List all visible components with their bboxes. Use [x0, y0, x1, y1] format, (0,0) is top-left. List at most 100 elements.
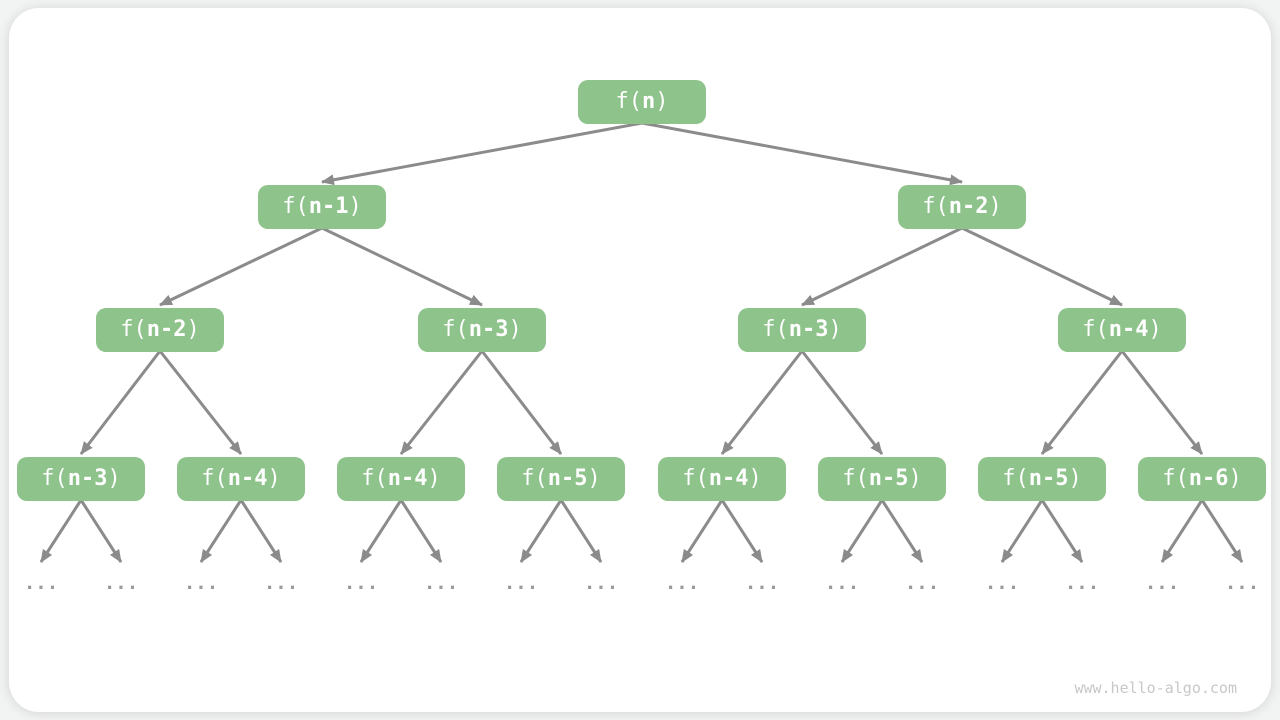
node-label-post: ): [908, 466, 922, 491]
node-label-pre: f(: [1082, 317, 1109, 342]
tree-edge-arrow: [559, 499, 603, 563]
node-label-pre: f(: [922, 194, 949, 219]
tree-edge-arrow: [720, 499, 764, 563]
tree-edge-arrow: [321, 226, 483, 307]
node-label-post: ): [828, 317, 842, 342]
tree-node: f(n-5): [497, 457, 625, 501]
node-label-pre: f(: [120, 317, 147, 342]
ellipsis-leaf: ...: [423, 572, 459, 594]
tree-node: f(n-4): [1058, 308, 1186, 352]
tree-edge-arrow: [1200, 499, 1244, 563]
tree-edge-arrow: [199, 499, 243, 563]
tree-edge-arrow: [519, 499, 563, 563]
node-label-post: ): [748, 466, 762, 491]
tree-edge-arrow: [801, 226, 963, 307]
node-label-arg: n-3: [468, 317, 509, 342]
node-label-post: ): [508, 317, 522, 342]
tree-node: f(n-3): [418, 308, 546, 352]
tree-node: f(n-4): [177, 457, 305, 501]
tree-edge-arrow: [800, 350, 884, 455]
node-label-post: ): [587, 466, 601, 491]
tree-edge-arrow: [641, 121, 963, 186]
ellipsis-leaf: ...: [664, 572, 700, 594]
tree-node: f(n-1): [258, 185, 386, 229]
node-label-pre: f(: [682, 466, 709, 491]
tree-edge-arrow: [961, 226, 1123, 307]
node-label-arg: n-6: [1188, 466, 1229, 491]
node-label-arg: n-4: [708, 466, 749, 491]
node-label-arg: n-4: [227, 466, 268, 491]
node-label-arg: n-2: [146, 317, 187, 342]
tree-node: f(n): [578, 80, 706, 124]
tree-edge-arrow: [1040, 350, 1124, 455]
node-label-pre: f(: [842, 466, 869, 491]
ellipsis-leaf: ...: [503, 572, 539, 594]
ellipsis-leaf: ...: [263, 572, 299, 594]
tree-node: f(n-5): [818, 457, 946, 501]
tree-node: f(n-3): [738, 308, 866, 352]
node-label-arg: n-2: [948, 194, 989, 219]
ellipsis-leaf: ...: [583, 572, 619, 594]
node-label-arg: n-4: [387, 466, 428, 491]
node-label-post: ): [988, 194, 1002, 219]
ellipsis-leaf: ...: [1064, 572, 1100, 594]
tree-edge-arrow: [840, 499, 884, 563]
watermark: www.hello-algo.com: [1074, 679, 1237, 697]
tree-node: f(n-4): [658, 457, 786, 501]
node-label-post: ): [107, 466, 121, 491]
tree-edge-arrow: [1040, 499, 1084, 563]
node-label-arg: n-5: [1028, 466, 1069, 491]
tree-node: f(n-5): [978, 457, 1106, 501]
node-label-pre: f(: [1162, 466, 1189, 491]
tree-edge-arrow: [239, 499, 283, 563]
ellipsis-leaf: ...: [984, 572, 1020, 594]
tree-edge-arrow: [359, 499, 403, 563]
node-label-post: ): [427, 466, 441, 491]
tree-edge-arrow: [480, 350, 563, 455]
node-label-arg: n-5: [547, 466, 588, 491]
tree-edge-arrow: [159, 226, 323, 307]
ellipsis-leaf: ...: [343, 572, 379, 594]
node-label-pre: f(: [201, 466, 228, 491]
tree-edge-arrow: [399, 499, 443, 563]
node-label-post: ): [348, 194, 362, 219]
tree-edge-arrow: [79, 350, 162, 455]
tree-edge-arrow: [1000, 499, 1044, 563]
node-label-pre: f(: [1002, 466, 1029, 491]
tree-node: f(n-6): [1138, 457, 1266, 501]
tree-edge-arrow: [79, 499, 123, 563]
tree-edge-arrow: [39, 499, 83, 563]
node-label-post: ): [1148, 317, 1162, 342]
node-label-arg: n: [642, 89, 656, 114]
node-label-pre: f(: [762, 317, 789, 342]
node-label-arg: n-1: [308, 194, 349, 219]
ellipsis-leaf: ...: [744, 572, 780, 594]
ellipsis-leaf: ...: [824, 572, 860, 594]
node-label-post: ): [655, 89, 669, 114]
tree-edge-arrow: [399, 350, 484, 455]
ellipsis-leaf: ...: [183, 572, 219, 594]
tree-edge-arrow: [1120, 350, 1204, 455]
tree-edge-arrow: [680, 499, 724, 563]
ellipsis-leaf: ...: [904, 572, 940, 594]
node-label-post: ): [1228, 466, 1242, 491]
tree-edge-arrow: [158, 350, 243, 455]
tree-edge-arrow: [880, 499, 924, 563]
tree-node: f(n-3): [17, 457, 145, 501]
node-label-arg: n-3: [788, 317, 829, 342]
tree-node: f(n-2): [96, 308, 224, 352]
tree-node: f(n-2): [898, 185, 1026, 229]
ellipsis-leaf: ...: [23, 572, 59, 594]
node-label-arg: n-3: [67, 466, 108, 491]
node-label-pre: f(: [521, 466, 548, 491]
node-label-pre: f(: [615, 89, 643, 114]
ellipsis-leaf: ...: [103, 572, 139, 594]
figure-card: [9, 8, 1271, 712]
tree-edge-arrow: [1160, 499, 1204, 563]
tree-node: f(n-4): [337, 457, 465, 501]
node-label-pre: f(: [361, 466, 388, 491]
node-label-pre: f(: [442, 317, 469, 342]
node-label-post: ): [267, 466, 281, 491]
